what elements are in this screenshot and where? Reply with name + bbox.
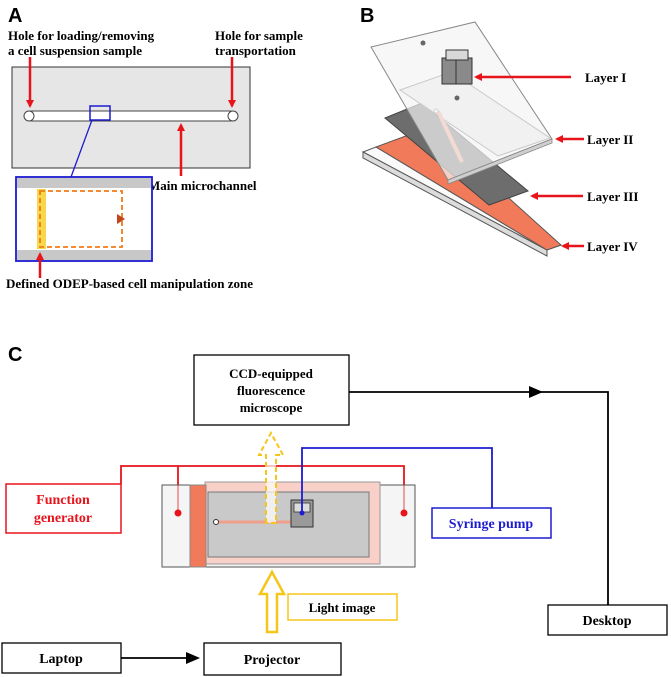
light-image-label: Light image bbox=[309, 600, 376, 615]
projector-label: Projector bbox=[244, 653, 300, 668]
odep-flow-arrowhead bbox=[117, 214, 125, 224]
loading-hole bbox=[23, 110, 35, 122]
syringe-label: Syringe pump bbox=[449, 517, 534, 532]
function-label-line1: Function bbox=[36, 493, 90, 508]
electrode-dot-left bbox=[174, 509, 182, 517]
function-generator-box bbox=[5, 483, 122, 534]
inset-light-bar bbox=[37, 189, 46, 249]
syringe-inlet-dot bbox=[299, 510, 305, 516]
layer1-side bbox=[447, 138, 553, 185]
projector-box bbox=[203, 642, 342, 676]
ccd-microscope-box bbox=[193, 354, 350, 426]
desktop-box bbox=[547, 604, 668, 636]
odep-zone-outline bbox=[39, 190, 123, 248]
layer1-reservoir bbox=[441, 57, 473, 85]
light-image-arrow bbox=[257, 569, 287, 634]
light-image-box bbox=[287, 593, 398, 621]
ccd-label-line3: microscope bbox=[240, 400, 303, 415]
desktop-label: Desktop bbox=[582, 614, 631, 629]
odep-zone-label: Defined ODEP-based cell manipulation zon… bbox=[6, 276, 253, 291]
hole-transport-label-line2: transportation bbox=[215, 43, 297, 58]
layer1-hole-right bbox=[454, 95, 460, 101]
layer3-label: Layer III bbox=[587, 189, 638, 204]
layer4-side bbox=[362, 151, 548, 257]
laptop-label: Laptop bbox=[39, 652, 83, 667]
layer2-label: Layer II bbox=[587, 132, 633, 147]
layer1-label: Layer I bbox=[585, 70, 626, 85]
hole-loading-label-line2: a cell suspension sample bbox=[8, 43, 142, 58]
panel-b-letter: B bbox=[360, 5, 374, 27]
chip-c-hole bbox=[213, 519, 219, 525]
transport-hole bbox=[227, 110, 239, 122]
hole-loading-label-line1: Hole for loading/removing bbox=[8, 28, 155, 43]
inset-bottom-wall bbox=[17, 250, 151, 260]
layer4-label: Layer IV bbox=[587, 239, 638, 254]
hole-transport-label-line1: Hole for sample bbox=[215, 28, 303, 43]
laptop-box bbox=[1, 642, 122, 674]
zoom-connector-line bbox=[70, 119, 93, 178]
syringe-pump-box bbox=[431, 507, 552, 539]
main-microchannel bbox=[26, 110, 236, 122]
zoom-region-box bbox=[89, 105, 111, 121]
laptop-projector-arrowhead bbox=[186, 652, 200, 664]
chip-c-inner bbox=[207, 491, 370, 558]
chip-c-electrode-strip bbox=[189, 484, 207, 568]
syringe-tube bbox=[301, 447, 493, 516]
ccd-label-line1: CCD-equipped bbox=[229, 366, 314, 381]
ccd-desktop-line bbox=[349, 391, 609, 605]
layer1-hole-left bbox=[420, 40, 426, 46]
electrode-dot-right bbox=[400, 509, 408, 517]
emission-light-arrow bbox=[257, 430, 285, 524]
layer1-reservoir-top bbox=[445, 49, 469, 61]
panel-c-letter: C bbox=[8, 344, 22, 366]
panel-a-letter: A bbox=[8, 5, 22, 27]
inset-top-wall bbox=[17, 178, 151, 188]
ccd-label-line2: fluorescence bbox=[237, 383, 306, 398]
ccd-desktop-arrowhead bbox=[529, 386, 543, 398]
function-label-line2: generator bbox=[34, 511, 92, 526]
main-channel-label: Main microchannel bbox=[148, 178, 257, 193]
